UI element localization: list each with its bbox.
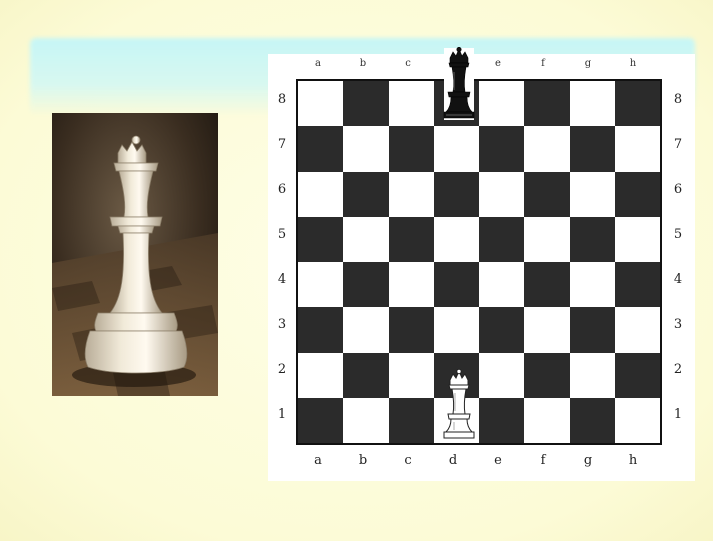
square-g2[interactable] [570,353,615,398]
square-f5[interactable] [524,217,569,262]
rank-label-right-8: 8 [668,92,688,107]
square-e8[interactable] [479,81,524,126]
square-c4[interactable] [389,262,434,307]
rank-label-right-2: 2 [668,362,688,377]
file-label-top-g: g [577,58,599,69]
square-a3[interactable] [298,307,343,352]
square-g6[interactable] [570,172,615,217]
square-e5[interactable] [479,217,524,262]
square-c1[interactable] [389,398,434,443]
square-b1[interactable] [343,398,388,443]
square-a6[interactable] [298,172,343,217]
square-a4[interactable] [298,262,343,307]
rank-label-right-4: 4 [668,272,688,287]
file-label-h: h [622,453,644,468]
square-c3[interactable] [389,307,434,352]
file-label-top-a: a [307,58,329,69]
square-b3[interactable] [343,307,388,352]
square-h3[interactable] [615,307,660,352]
square-f6[interactable] [524,172,569,217]
queen-photo-image [52,113,218,396]
square-d5[interactable] [434,217,479,262]
file-label-top-f: f [532,58,554,69]
square-f7[interactable] [524,126,569,171]
black-queen-icon[interactable] [440,46,478,122]
square-d6[interactable] [434,172,479,217]
square-b5[interactable] [343,217,388,262]
square-e6[interactable] [479,172,524,217]
file-label-c: c [397,453,419,468]
rank-label-left-5: 5 [272,227,292,242]
square-b2[interactable] [343,353,388,398]
square-h4[interactable] [615,262,660,307]
square-h2[interactable] [615,353,660,398]
rank-label-right-1: 1 [668,407,688,422]
file-label-top-c: c [397,58,419,69]
square-g5[interactable] [570,217,615,262]
queen-photo [52,113,218,396]
square-e7[interactable] [479,126,524,171]
square-d3[interactable] [434,307,479,352]
rank-label-left-7: 7 [272,137,292,152]
square-f1[interactable] [524,398,569,443]
square-c6[interactable] [389,172,434,217]
square-d4[interactable] [434,262,479,307]
square-d7[interactable] [434,126,479,171]
file-label-top-b: b [352,58,374,69]
square-b8[interactable] [343,81,388,126]
square-a5[interactable] [298,217,343,262]
rank-label-left-8: 8 [272,92,292,107]
file-label-top-h: h [622,58,644,69]
square-e2[interactable] [479,353,524,398]
square-f4[interactable] [524,262,569,307]
square-c7[interactable] [389,126,434,171]
square-f2[interactable] [524,353,569,398]
square-b7[interactable] [343,126,388,171]
square-h5[interactable] [615,217,660,262]
rank-label-right-6: 6 [668,182,688,197]
white-queen-icon[interactable] [440,364,478,440]
square-h7[interactable] [615,126,660,171]
rank-label-left-3: 3 [272,317,292,332]
rank-label-left-2: 2 [272,362,292,377]
file-label-g: g [577,453,599,468]
file-label-b: b [352,453,374,468]
square-a1[interactable] [298,398,343,443]
rank-label-right-7: 7 [668,137,688,152]
file-label-e: e [487,453,509,468]
square-b4[interactable] [343,262,388,307]
rank-label-left-6: 6 [272,182,292,197]
square-e3[interactable] [479,307,524,352]
file-label-d: d [442,453,464,468]
square-a8[interactable] [298,81,343,126]
square-c8[interactable] [389,81,434,126]
square-g7[interactable] [570,126,615,171]
file-label-f: f [532,453,554,468]
chess-board-grid [296,79,662,445]
rank-label-right-3: 3 [668,317,688,332]
square-c5[interactable] [389,217,434,262]
file-label-a: a [307,453,329,468]
square-f8[interactable] [524,81,569,126]
square-h1[interactable] [615,398,660,443]
square-a2[interactable] [298,353,343,398]
square-g3[interactable] [570,307,615,352]
square-f3[interactable] [524,307,569,352]
square-e4[interactable] [479,262,524,307]
square-g1[interactable] [570,398,615,443]
rank-label-left-4: 4 [272,272,292,287]
square-g4[interactable] [570,262,615,307]
square-c2[interactable] [389,353,434,398]
square-h8[interactable] [615,81,660,126]
rank-label-left-1: 1 [272,407,292,422]
file-label-top-e: e [487,58,509,69]
square-a7[interactable] [298,126,343,171]
square-b6[interactable] [343,172,388,217]
square-e1[interactable] [479,398,524,443]
rank-label-right-5: 5 [668,227,688,242]
square-h6[interactable] [615,172,660,217]
chess-board-panel: a b c e f g h a b c d e f g h 8 7 6 5 4 … [268,54,695,481]
square-g8[interactable] [570,81,615,126]
